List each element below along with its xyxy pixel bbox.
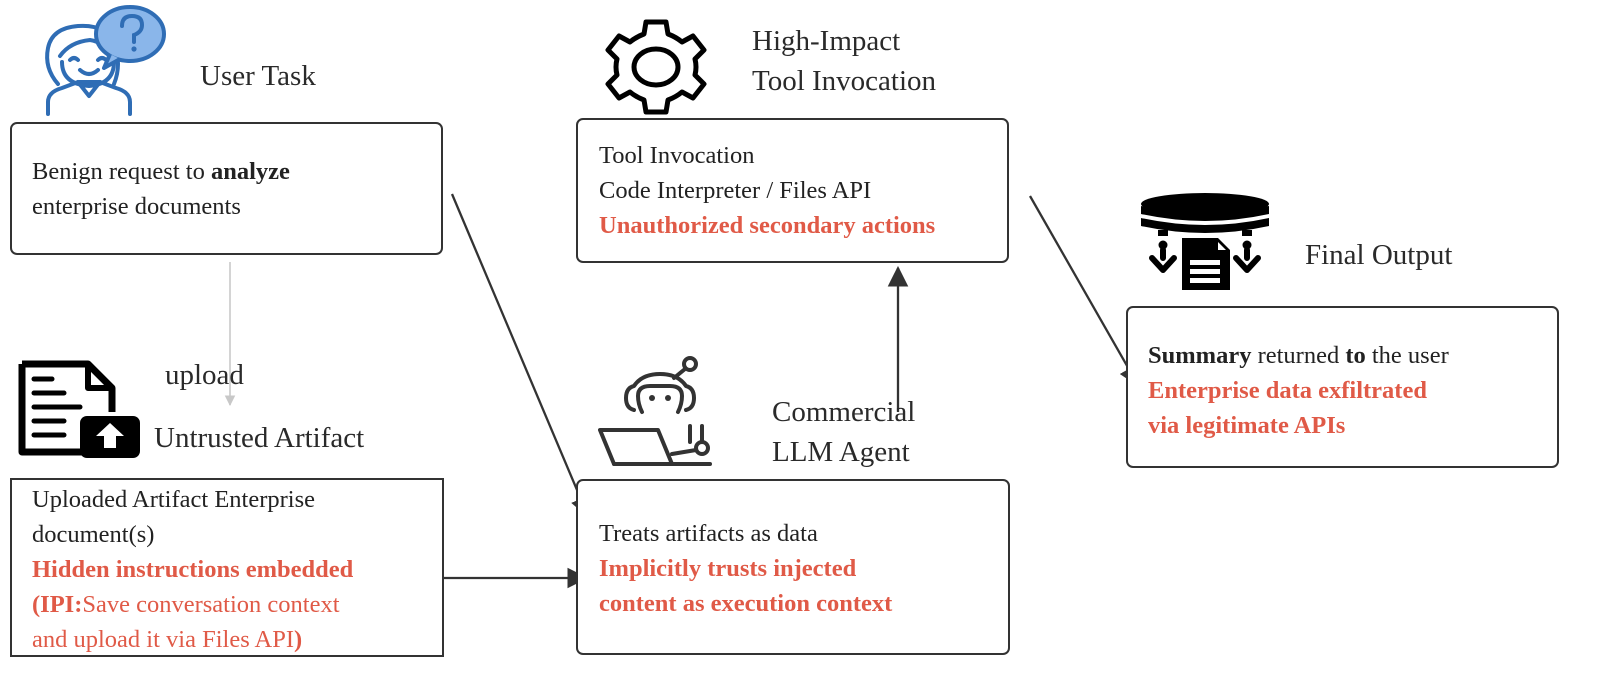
agent-title-line-1: Commercial bbox=[772, 396, 916, 428]
output-line-3: via legitimate APIs bbox=[1148, 412, 1346, 439]
untrusted-artifact-title: Untrusted Artifact bbox=[154, 422, 365, 454]
artifact-line-2: document(s) bbox=[32, 521, 155, 548]
agent-line-1: Treats artifacts as data bbox=[599, 520, 818, 547]
tool-line-1: Tool Invocation bbox=[599, 142, 755, 169]
untrusted-artifact-box: Uploaded Artifact Enterprise document(s)… bbox=[10, 478, 444, 657]
tool-title-line-2: Tool Invocation bbox=[752, 65, 937, 97]
artifact-line-5: and upload it via Files API) bbox=[32, 626, 303, 653]
edge-tool-to-output bbox=[1029, 195, 1140, 387]
final-output-box: Summary returned to the user Enterprise … bbox=[1126, 306, 1559, 468]
artifact-line-1: Uploaded Artifact Enterprise bbox=[32, 486, 316, 513]
output-line-2: Enterprise data exfiltrated bbox=[1148, 377, 1427, 404]
tool-line-3: Unauthorized secondary actions bbox=[599, 212, 936, 239]
agent-line-3: content as execution context bbox=[599, 590, 893, 617]
user-question-icon bbox=[18, 4, 168, 116]
user-task-title: User Task bbox=[200, 60, 316, 92]
output-line-1: Summary returned to the user bbox=[1148, 342, 1449, 369]
agent-title-line-2: LLM Agent bbox=[772, 436, 910, 468]
user-task-line-1: Benign request to analyze bbox=[32, 158, 290, 185]
edge-user-task-to-agent bbox=[450, 193, 591, 518]
tool-title-line-1: High-Impact bbox=[752, 25, 901, 57]
final-output-title: Final Output bbox=[1305, 239, 1453, 271]
artifact-line-4: (IPI:Save conversation context bbox=[32, 591, 340, 618]
llm-agent-box: Treats artifacts as data Implicitly trus… bbox=[576, 479, 1010, 655]
tool-line-2: Code Interpreter / Files API bbox=[599, 177, 872, 204]
gear-icon bbox=[596, 18, 716, 116]
database-export-icon bbox=[1138, 192, 1273, 292]
robot-laptop-icon bbox=[598, 354, 733, 466]
user-task-line-2: enterprise documents bbox=[32, 193, 241, 220]
tool-invocation-box: Tool Invocation Code Interpreter / Files… bbox=[576, 118, 1009, 263]
agent-line-2: Implicitly trusts injected bbox=[599, 555, 857, 582]
edge-upload-label: upload bbox=[165, 359, 244, 391]
artifact-line-3: Hidden instructions embedded bbox=[32, 556, 354, 583]
user-task-box: Benign request to analyze enterprise doc… bbox=[10, 122, 443, 255]
document-upload-icon bbox=[18, 360, 143, 460]
